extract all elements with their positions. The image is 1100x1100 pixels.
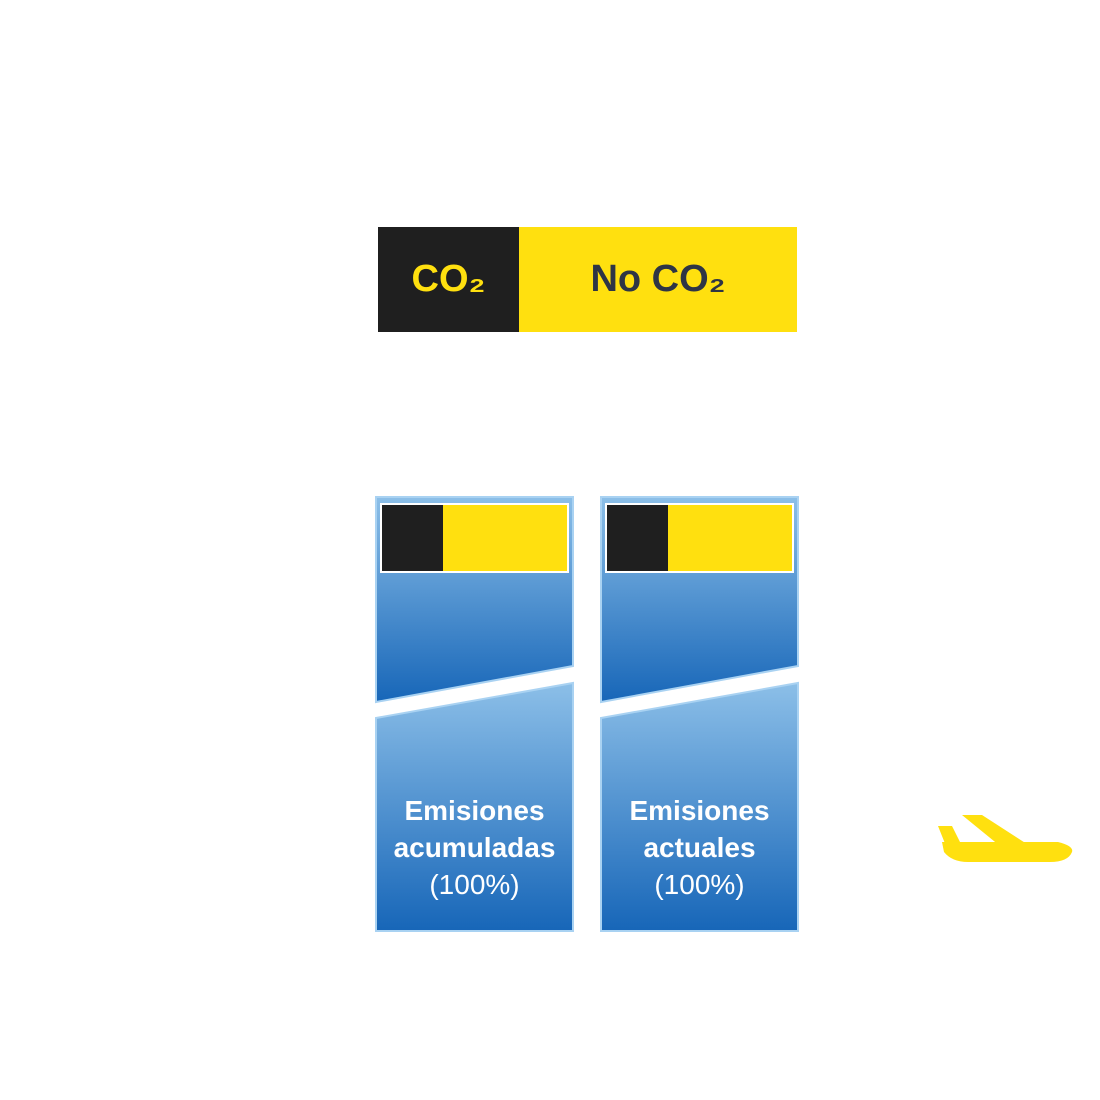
legend-co2: CO₂: [378, 227, 519, 332]
column-label-percent: (100%): [654, 869, 745, 900]
column-label-percent: (100%): [429, 869, 520, 900]
no-co2-share-segment: [668, 505, 792, 571]
legend: CO₂ No CO₂: [378, 227, 797, 332]
column-accumulated-label: Emisiones acumuladas (100%): [375, 792, 574, 903]
column-label-line: acumuladas: [393, 832, 556, 863]
legend-co2-label: CO₂: [411, 258, 486, 300]
airplane-icon: [938, 815, 1073, 862]
co2-share-segment: [382, 505, 444, 571]
column-current-label: Emisiones actuales (100%): [600, 792, 799, 903]
co2-share-segment: [607, 505, 669, 571]
legend-no-co2-label: No CO₂: [590, 258, 726, 300]
column-label-line: Emisiones: [404, 795, 545, 826]
column-label-line: Emisiones: [629, 795, 770, 826]
no-co2-share-segment: [443, 505, 567, 571]
column-accumulated-emissions: Emisiones acumuladas (100%): [375, 496, 574, 932]
column-label-line: actuales: [643, 832, 756, 863]
column-current-emissions: Emisiones actuales (100%): [600, 496, 799, 932]
legend-no-co2: No CO₂: [519, 227, 797, 332]
column-current-share-bar: [605, 503, 794, 573]
column-accumulated-share-bar: [380, 503, 569, 573]
